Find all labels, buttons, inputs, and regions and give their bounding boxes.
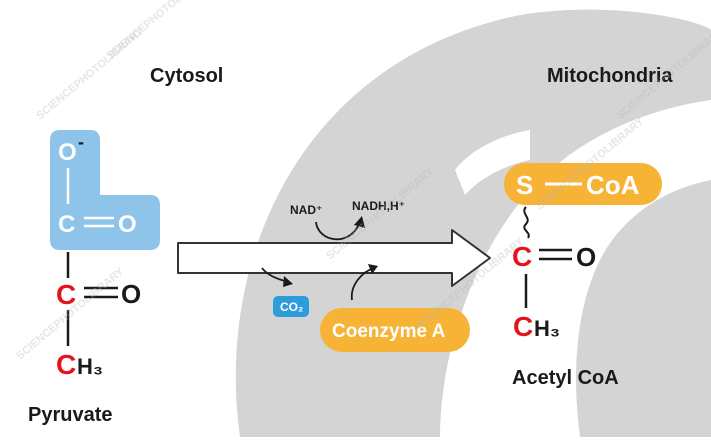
pyruvate-label: Pyruvate	[28, 404, 113, 426]
transport-arrow	[177, 229, 491, 287]
acetyl-methyl-h3: H₃	[534, 316, 560, 341]
mitochondria-label: Mitochondria	[547, 65, 673, 87]
nadh-label: NADH,H⁺	[352, 199, 405, 213]
nad-plus-label: NAD⁺	[290, 203, 322, 217]
pyruvate-molecule: O - C O C O C H₃	[50, 130, 160, 380]
coa-thioester-highlight	[504, 163, 662, 205]
carboxylate-highlight	[50, 130, 160, 250]
co2-label: CO₂	[280, 300, 303, 314]
acetyl-methyl-c: C	[513, 311, 533, 342]
acetyl-coa-molecule: S CoA C O C H₃	[504, 163, 662, 342]
acetyl-carbonyl-o: O	[576, 242, 596, 272]
nad-reduction-arrow	[315, 221, 361, 241]
acetyl-s: S	[516, 170, 533, 200]
pyruvate-carbonyl-c: C	[56, 279, 76, 310]
co2-release-arrowhead	[283, 276, 293, 287]
coenzyme-a-label: Coenzyme A	[332, 321, 446, 342]
pyruvate-charge: -	[78, 132, 84, 152]
pyruvate-o-minus: O	[58, 139, 77, 166]
pyruvate-carboxyl-o: O	[118, 211, 137, 238]
acetyl-carbonyl-c: C	[512, 241, 532, 272]
pyruvate-methyl-c: C	[56, 349, 76, 380]
cytosol-label: Cytosol	[150, 65, 223, 87]
pyruvate-methyl-h3: H₃	[77, 354, 103, 379]
mitochondrion-fold	[455, 130, 530, 195]
acetyl-coa-label: Acetyl CoA	[512, 367, 619, 389]
pyruvate-carbonyl-o: O	[121, 279, 141, 309]
nad-reduction-arrowhead	[354, 216, 365, 228]
coa-input-arrowhead	[368, 264, 378, 274]
acetyl-coa-group: CoA	[586, 170, 640, 200]
watermark-text: SCIENCEPHOTOLIBRARY	[104, 0, 217, 62]
pyruvate-carboxyl-c: C	[58, 211, 75, 238]
coenzyme-a-pill	[320, 308, 470, 352]
wavy-bond	[523, 206, 530, 239]
co2-badge	[273, 296, 309, 317]
